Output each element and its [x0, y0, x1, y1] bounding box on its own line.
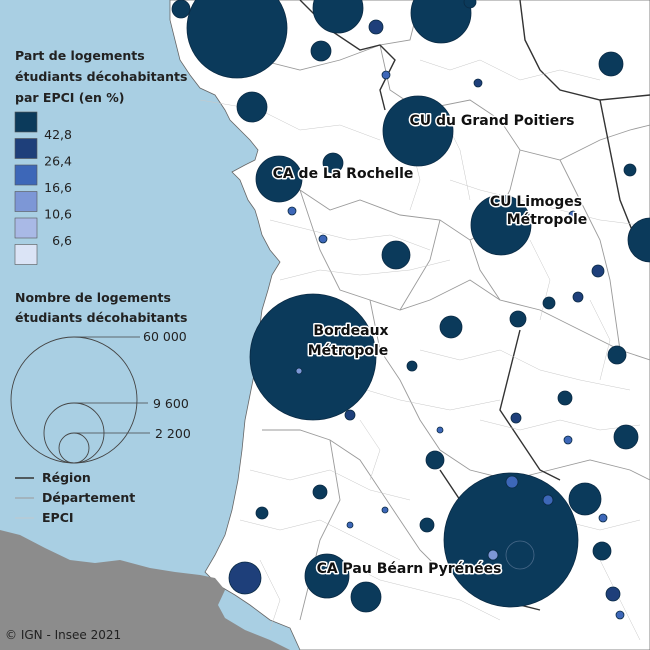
city-label-larochelle: CA de La Rochelle — [273, 166, 414, 182]
legend-label-department: Département — [42, 490, 135, 505]
legend-share-title-1: Part de logements — [15, 48, 145, 63]
legend-swatch-label-2: 16,6 — [44, 180, 72, 195]
bubbles — [171, 0, 650, 620]
legend-share-title-3: par EPCI (en %) — [15, 90, 124, 105]
bubble-misc13 — [572, 291, 584, 303]
bubble-misc12 — [463, 0, 477, 9]
bubble-misc22 — [568, 210, 578, 220]
bubble-larochelle — [255, 155, 303, 203]
city-label-bordeaux-2: Métropole — [308, 343, 389, 359]
bubble-misc19 — [287, 206, 297, 216]
bubble-misc5 — [605, 586, 621, 602]
bubble-mont — [350, 581, 382, 613]
legend-share-title-2: étudiants décohabitants — [15, 69, 187, 84]
legend-count-title-2: étudiants décohabitants — [15, 310, 187, 325]
bubble-misc14 — [344, 409, 356, 421]
bubble-misc11 — [591, 264, 605, 278]
legend-swatch-2 — [14, 164, 38, 186]
legend-swatch-label-1: 26,4 — [44, 154, 72, 169]
legend-swatch-4 — [14, 217, 38, 239]
bubble-misc17 — [542, 494, 554, 506]
legend-swatch-3 — [14, 191, 38, 212]
bubble-poitiers — [382, 95, 454, 167]
bubble-misc4 — [419, 517, 435, 533]
legend-swatch-label-4: 6,6 — [52, 233, 72, 248]
bubble-misc24 — [510, 412, 522, 424]
bubble-tulle — [607, 345, 627, 365]
bubble-agen — [568, 482, 602, 516]
legend-label-epci: EPCI — [42, 510, 74, 525]
bubble-gueret — [598, 51, 624, 77]
bubble-misc25 — [406, 360, 418, 372]
bubble-misc1 — [171, 0, 191, 19]
bubble-misc16 — [487, 549, 499, 561]
bubble-north2 — [312, 0, 364, 34]
legend-swatch-label-0: 42,8 — [44, 127, 72, 142]
bubble-misc7 — [368, 19, 384, 35]
bubble-misc20 — [318, 234, 328, 244]
bubble-north — [410, 0, 472, 44]
bubble-misc28 — [598, 513, 608, 523]
bubble-brive — [613, 424, 639, 450]
credit-text: © IGN - Insee 2021 — [5, 628, 121, 642]
city-label-bordeaux-1: Bordeaux — [313, 323, 388, 339]
legend-count-value-1: 60 000 — [143, 329, 187, 344]
legend-label-region: Région — [42, 470, 91, 485]
bubble-misc10 — [255, 506, 269, 520]
legend-count-value-3: 2 200 — [155, 426, 191, 441]
bubble-sw — [592, 541, 612, 561]
bubble-misc31 — [436, 426, 444, 434]
legend-share: Part de logements étudiants décohabitant… — [14, 48, 187, 265]
legend-count: Nombre de logements étudiants décohabita… — [10, 290, 191, 464]
bubble-misc3 — [312, 484, 328, 500]
bubble-misc23 — [473, 78, 483, 88]
bubble-niort — [236, 91, 268, 123]
city-label-poitiers: CU du Grand Poitiers — [410, 113, 575, 129]
bubble-misc18 — [505, 540, 535, 570]
city-label-pau: CA Pau Béarn Pyrénées — [317, 561, 502, 577]
legend-swatch-0 — [14, 111, 38, 133]
legend-swatch-label-3: 10,6 — [44, 207, 72, 222]
city-label-limoges-2: Métropole — [507, 212, 588, 228]
bubble-misc26 — [295, 367, 303, 375]
legend-swatch-1 — [14, 138, 38, 159]
bubble-misc29 — [615, 610, 625, 620]
bubble-angouleme — [381, 240, 411, 270]
bubble-perigueux — [439, 315, 463, 339]
bubble-dax — [425, 450, 445, 470]
bubble-east — [627, 217, 650, 263]
legend-count-title-1: Nombre de logements — [15, 290, 171, 305]
bubble-misc15 — [505, 475, 519, 489]
bubble-misc6 — [623, 163, 637, 177]
legend-swatches: 42,8 26,4 16,6 10,6 6,6 — [14, 111, 72, 265]
city-label-limoges-1: CU Limoges — [490, 194, 582, 210]
bubble-misc32 — [346, 521, 354, 529]
bubble-misc30 — [381, 506, 389, 514]
bubble-misc9 — [542, 296, 556, 310]
bubble-misc8 — [557, 390, 573, 406]
bubble-bayonne — [228, 561, 262, 595]
bubble-limoges — [470, 194, 532, 256]
legend-boundaries: Région Département EPCI — [15, 470, 135, 525]
bubble-pau — [304, 553, 350, 599]
bubble-misc27 — [563, 435, 573, 445]
legend-swatch-5 — [14, 244, 38, 265]
city-labels: CU du Grand Poitiers CA de La Rochelle C… — [271, 112, 589, 579]
outside-area — [0, 530, 290, 650]
bubble-chatellerault — [310, 40, 332, 62]
bubble-misc21 — [381, 70, 391, 80]
legend-count-value-2: 9 600 — [153, 396, 189, 411]
bubble-saintes — [322, 152, 344, 174]
bubble-pau-region — [443, 472, 579, 608]
bubble-nw-corner — [186, 0, 288, 79]
department-boundaries — [229, 0, 650, 621]
bubble-bordeaux — [249, 293, 377, 421]
bubble-misc2 — [509, 310, 527, 328]
